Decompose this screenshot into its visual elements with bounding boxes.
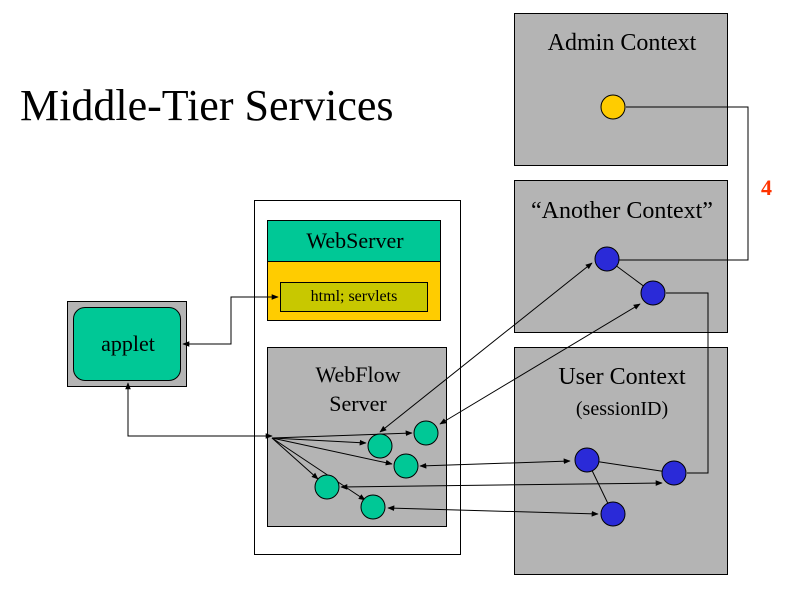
user-node-1 <box>574 447 600 473</box>
webflow-user-connector-3 <box>387 505 599 517</box>
admin-context-label: Admin Context <box>547 30 697 56</box>
webflow-node-2 <box>367 433 393 459</box>
admin-node <box>600 94 626 120</box>
user-internal-link-1 <box>586 459 675 474</box>
webflow-another-connector-1 <box>379 262 593 433</box>
webserver-box: WebServer <box>267 220 441 262</box>
another-node-2 <box>640 280 666 306</box>
step-number-label: 4 <box>761 175 772 200</box>
user-node-2 <box>661 460 687 486</box>
another-user-connector <box>666 292 709 474</box>
applet-webserver-connector <box>182 294 279 347</box>
webflow-user-connector-1 <box>419 458 571 469</box>
applet-webflow-connector <box>125 382 273 439</box>
webflow-user-connector-2 <box>340 480 663 490</box>
admin-context-box: Admin Context <box>514 13 728 166</box>
admin-another-connector <box>619 106 749 261</box>
webflow-node-4 <box>314 474 340 500</box>
another-context-label: “Another Context” <box>531 198 713 224</box>
user-node-3 <box>600 501 626 527</box>
html-servlets-label: html; servlets <box>310 288 398 305</box>
webflow-another-connector-2 <box>439 303 641 425</box>
webflow-node-1 <box>413 420 439 446</box>
applet-box: applet <box>73 307 181 381</box>
webflow-node-5 <box>360 494 386 520</box>
another-node-1 <box>594 246 620 272</box>
slide-title: Middle-Tier Services <box>20 81 394 130</box>
webflow-node-3 <box>393 453 419 479</box>
webflow-label-line2: Server <box>329 391 387 416</box>
webflow-fanout-connectors <box>271 430 413 501</box>
applet-label: applet <box>101 331 155 356</box>
webserver-label: WebServer <box>306 228 404 253</box>
